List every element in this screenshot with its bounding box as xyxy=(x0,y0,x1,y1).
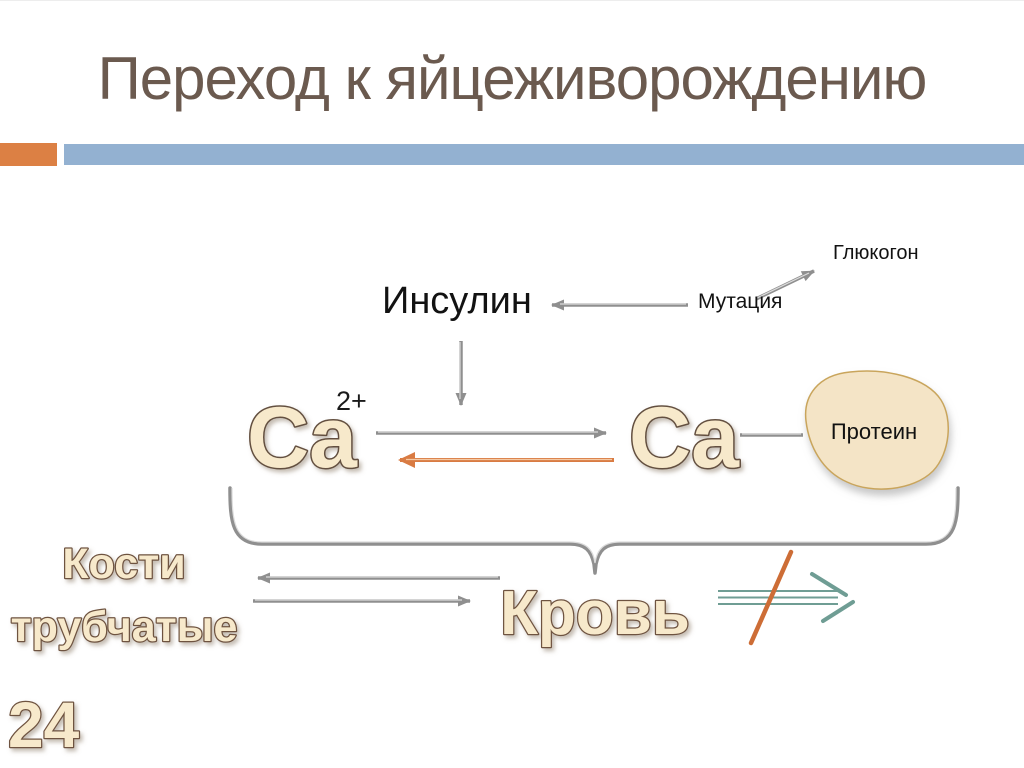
protein-label: Протеин xyxy=(831,419,917,444)
ca-left-wordart: Ca xyxy=(247,390,358,486)
block-slash xyxy=(748,549,794,646)
page-number: 24 xyxy=(8,689,80,761)
blood-wordart: Кровь xyxy=(500,579,690,648)
arrow-bones-to-blood xyxy=(253,595,471,607)
slide-title: Переход к яйцеживорождению xyxy=(97,45,928,112)
mutation-label: Мутация xyxy=(698,290,783,313)
bones-wordart-line1: Кости xyxy=(62,540,185,588)
insulin-label: Инсулин xyxy=(382,280,532,322)
line-ca-to-protein xyxy=(740,433,803,437)
accent-bar-orange xyxy=(0,143,57,166)
ca-right-wordart: Ca xyxy=(629,390,740,486)
arrow-ca-reverse-orange xyxy=(398,452,614,468)
arrow-mutation-to-insulin xyxy=(551,299,688,311)
brace-under-ca xyxy=(228,486,960,575)
arrow-mutation-to-glucagon xyxy=(755,269,815,301)
blocked-arrow xyxy=(718,549,855,646)
arrow-insulin-down xyxy=(455,341,467,406)
arrow-ca-forward xyxy=(376,427,607,439)
arrow-blood-to-bones xyxy=(257,572,500,584)
glucagon-label: Глюкогон xyxy=(833,242,919,264)
protein-blob xyxy=(804,370,950,490)
ca-superscript: 2+ xyxy=(336,386,367,416)
accent-bar-blue xyxy=(64,144,1024,165)
bones-wordart-line2: трубчатые xyxy=(11,603,238,651)
